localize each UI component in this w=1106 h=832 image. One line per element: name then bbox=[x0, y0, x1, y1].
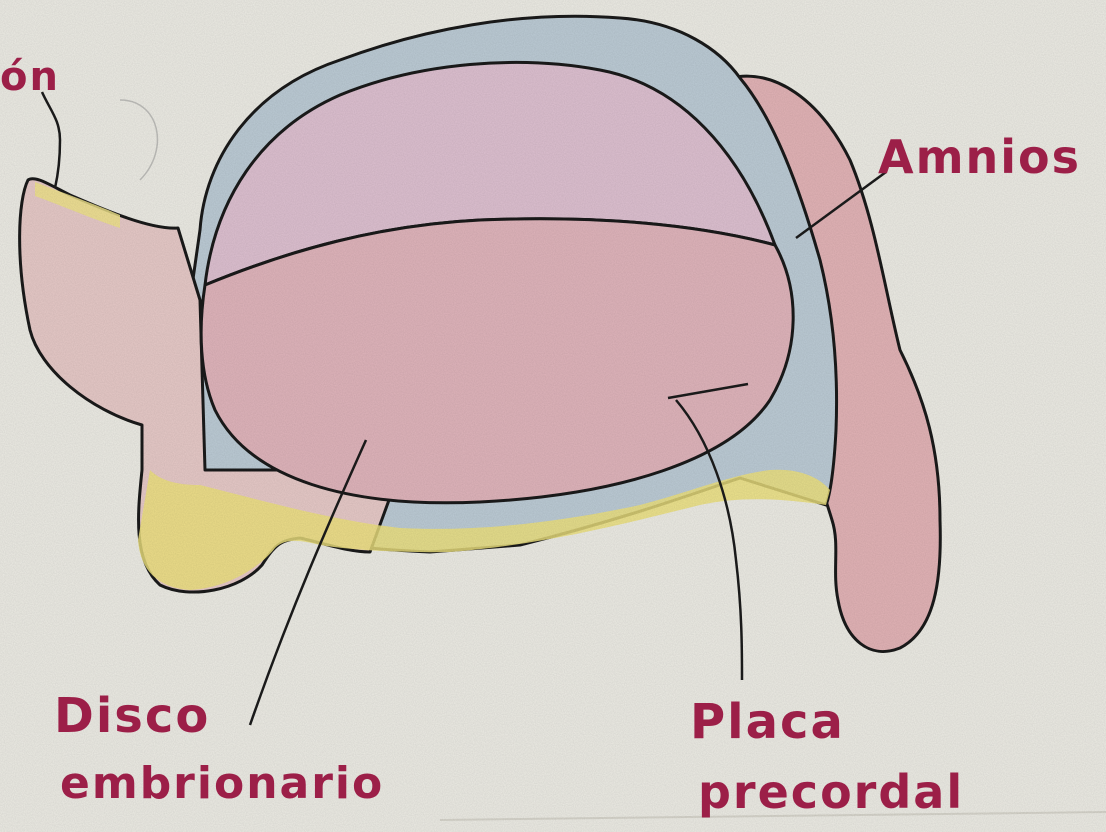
label-disco-line2: embrionario bbox=[60, 758, 384, 809]
label-placa-line2: precordal bbox=[698, 765, 964, 819]
label-amnios: Amnios bbox=[878, 130, 1081, 184]
label-top-left-partial: ón bbox=[0, 54, 60, 100]
label-disco-line1: Disco bbox=[54, 688, 210, 744]
label-placa-line1: Placa bbox=[690, 694, 845, 750]
